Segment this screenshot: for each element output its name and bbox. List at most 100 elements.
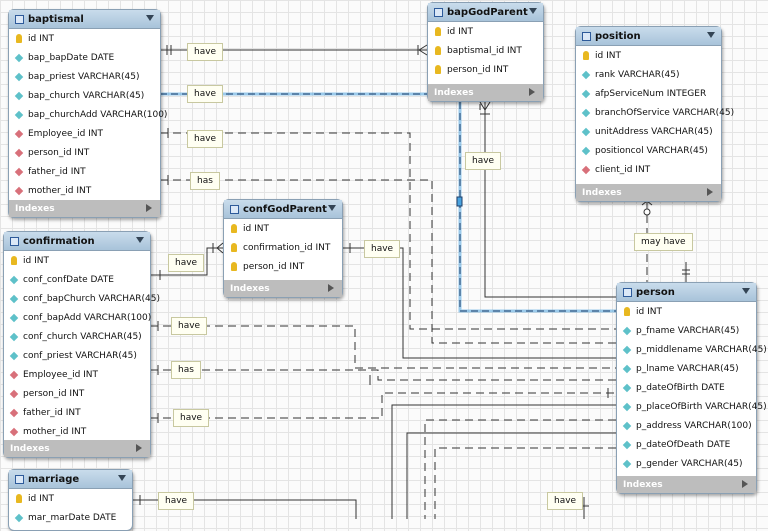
relationship-label[interactable]: has — [171, 361, 201, 379]
expand-arrow-icon[interactable] — [529, 88, 535, 96]
relationship-label[interactable]: have — [187, 85, 224, 103]
column-row[interactable]: p_fname VARCHAR(45) — [617, 321, 756, 340]
relationship-label[interactable]: have — [364, 240, 401, 258]
relationship-label[interactable]: have — [171, 317, 208, 335]
column-row[interactable]: id INT — [576, 46, 721, 65]
column-row[interactable]: unitAddress VARCHAR(45) — [576, 122, 721, 141]
column-row[interactable]: id INT — [224, 219, 342, 238]
column-row[interactable]: bap_bapDate DATE — [9, 48, 160, 67]
column-label: conf_priest VARCHAR(45) — [23, 350, 137, 361]
column-row[interactable]: conf_church VARCHAR(45) — [4, 327, 150, 346]
dropdown-arrow-icon[interactable] — [742, 288, 750, 294]
column-label: Employee_id INT — [23, 369, 99, 380]
relationship-label[interactable]: may have — [634, 233, 693, 251]
table-header[interactable]: confirmation — [4, 232, 150, 251]
table-header[interactable]: position — [576, 27, 721, 46]
column-row[interactable]: p_middlename VARCHAR(45) — [617, 340, 767, 359]
column-row[interactable]: father_id INT — [9, 162, 160, 181]
column-row[interactable]: bap_church VARCHAR(45) — [9, 86, 160, 105]
column-icon — [14, 91, 24, 100]
column-row[interactable]: branchOfService VARCHAR(45) — [576, 103, 734, 122]
column-row[interactable]: id INT — [9, 29, 160, 48]
relationship-label[interactable]: have — [173, 409, 210, 427]
dropdown-arrow-icon[interactable] — [328, 205, 336, 211]
table-baptismal[interactable]: baptismal id INT bap_bapDate DATE bap_pr… — [8, 9, 167, 218]
relationship-label[interactable]: have — [547, 492, 584, 510]
column-row[interactable]: conf_bapAdd VARCHAR(100) — [4, 308, 151, 327]
column-row[interactable]: person_id INT — [4, 384, 150, 403]
column-row[interactable]: client_id INT — [576, 160, 721, 179]
column-row[interactable]: bap_priest VARCHAR(45) — [9, 67, 160, 86]
table-position[interactable]: position id INT rank VARCHAR(45) afpServ… — [575, 26, 734, 202]
expand-arrow-icon[interactable] — [707, 188, 713, 196]
dropdown-arrow-icon[interactable] — [136, 237, 144, 243]
column-row[interactable]: id INT — [428, 22, 543, 41]
column-row[interactable]: person_id INT — [428, 60, 543, 79]
column-row[interactable]: confirmation_id INT — [224, 238, 342, 257]
column-row[interactable]: conf_bapChurch VARCHAR(45) — [4, 289, 160, 308]
table-header[interactable]: marriage — [9, 470, 132, 489]
column-row[interactable]: p_lname VARCHAR(45) — [617, 359, 756, 378]
column-row[interactable]: p_address VARCHAR(100) — [617, 416, 756, 435]
dropdown-arrow-icon[interactable] — [118, 475, 126, 481]
table-person[interactable]: person id INT p_fname VARCHAR(45) p_midd… — [616, 282, 767, 494]
column-row[interactable]: afpServiceNum INTEGER — [576, 84, 721, 103]
expand-arrow-icon[interactable] — [136, 444, 142, 452]
indexes-section[interactable]: Indexes — [224, 280, 342, 297]
column-row[interactable]: rank VARCHAR(45) — [576, 65, 721, 84]
dropdown-arrow-icon[interactable] — [707, 32, 715, 38]
table-header[interactable]: confGodParent — [224, 200, 342, 219]
expand-arrow-icon[interactable] — [742, 480, 748, 488]
column-row[interactable]: id INT — [9, 489, 132, 508]
column-row[interactable]: mar_marDate DATE — [9, 508, 132, 527]
column-label: mother_id INT — [28, 185, 92, 196]
column-row[interactable]: person_id INT — [224, 257, 342, 276]
relationship-label[interactable]: have — [465, 152, 502, 170]
table-confirmation[interactable]: confirmation id INT conf_confDate DATE c… — [3, 231, 160, 458]
indexes-section[interactable]: Indexes — [9, 200, 160, 217]
table-header[interactable]: bapGodParent — [428, 3, 543, 22]
expand-arrow-icon[interactable] — [146, 204, 152, 212]
relationship-label[interactable]: have — [168, 254, 205, 272]
column-row[interactable]: mother_id INT — [4, 422, 150, 441]
column-label: p_lname VARCHAR(45) — [636, 363, 739, 374]
column-row[interactable]: person_id INT — [9, 143, 160, 162]
dropdown-arrow-icon[interactable] — [529, 8, 537, 14]
column-row[interactable]: id INT — [4, 251, 150, 270]
column-label: positioncol VARCHAR(45) — [595, 145, 708, 156]
column-label: id INT — [28, 33, 54, 44]
column-icon — [9, 294, 19, 303]
expand-arrow-icon[interactable] — [328, 284, 334, 292]
column-label: father_id INT — [23, 407, 81, 418]
indexes-section[interactable]: Indexes — [4, 440, 150, 457]
relationship-label[interactable]: have — [187, 43, 224, 61]
column-row[interactable]: father_id INT — [4, 403, 150, 422]
table-bapgodparent[interactable]: bapGodParent id INT baptismal_id INT per… — [427, 2, 544, 102]
column-row[interactable]: id INT — [617, 302, 756, 321]
column-row[interactable]: p_dateOfBirth DATE — [617, 378, 756, 397]
dropdown-arrow-icon[interactable] — [146, 15, 154, 21]
table-marriage[interactable]: marriage id INT mar_marDate DATE — [8, 469, 133, 531]
table-confgodparent[interactable]: confGodParent id INT confirmation_id INT… — [223, 199, 343, 298]
table-header[interactable]: person — [617, 283, 756, 302]
column-row[interactable]: p_dateOfDeath DATE — [617, 435, 756, 454]
relationship-label[interactable]: has — [190, 172, 220, 190]
column-label: person_id INT — [28, 147, 90, 158]
column-row[interactable]: positioncol VARCHAR(45) — [576, 141, 721, 160]
indexes-section[interactable]: Indexes — [428, 84, 543, 101]
indexes-section[interactable]: Indexes — [617, 476, 756, 493]
column-row[interactable]: conf_priest VARCHAR(45) — [4, 346, 150, 365]
relationship-label[interactable]: have — [158, 492, 195, 510]
relationship-label[interactable]: have — [187, 130, 224, 148]
column-row[interactable]: Employee_id INT — [4, 365, 150, 384]
indexes-section[interactable]: Indexes — [576, 184, 721, 201]
column-row[interactable]: mother_id INT — [9, 181, 160, 200]
column-row[interactable]: p_gender VARCHAR(45) — [617, 454, 756, 473]
column-row[interactable]: baptismal_id INT — [428, 41, 543, 60]
column-row[interactable]: conf_confDate DATE — [4, 270, 150, 289]
column-row[interactable]: Employee_id INT — [9, 124, 160, 143]
table-header[interactable]: baptismal — [9, 10, 160, 29]
table-title: person — [636, 286, 675, 298]
column-row[interactable]: p_placeOfBirth VARCHAR(45) — [617, 397, 767, 416]
column-row[interactable]: bap_churchAdd VARCHAR(100) — [9, 105, 167, 124]
